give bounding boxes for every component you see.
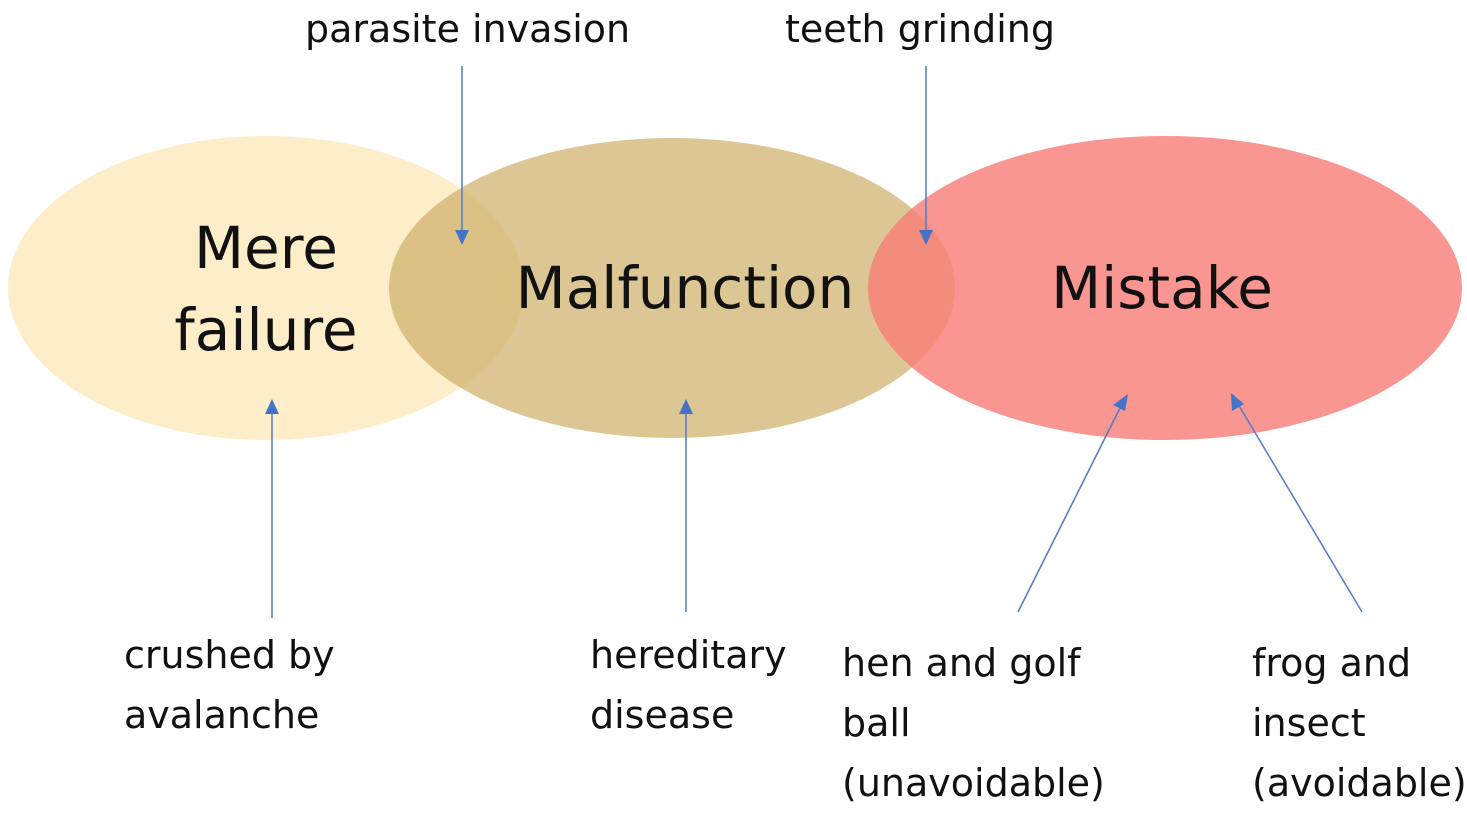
crushed-by-avalanche-arrowhead [265,399,279,414]
hen-and-golf-ball-label-line3: (unavoidable) [842,761,1105,805]
mistake-label: Mistake [1051,254,1273,322]
parasite-invasion-arrowhead [455,230,469,245]
mere-failure-label-line2: failure [174,296,357,364]
mistake-ellipse [868,136,1462,440]
frog-and-insect-label-line1: frog and [1252,641,1411,685]
hereditary-disease-label-line1: hereditary [590,633,787,677]
frog-and-insect-arrow-line [1237,403,1363,613]
parasite-invasion-label: parasite invasion [305,7,630,51]
frog-and-insect-arrowhead [1231,393,1244,411]
mere-failure-ellipse [8,136,524,440]
mere-failure-label-line1: Mere [194,214,338,282]
hen-and-golf-ball-arrow-line [1017,403,1123,613]
frog-and-insect-label-line2: insect [1252,701,1366,745]
teeth-grinding-arrowhead [919,230,933,245]
malfunction-ellipse [389,138,955,438]
hen-and-golf-ball-label-line1: hen and golf [842,641,1082,685]
frog-and-insect-label-line3: (avoidable) [1252,761,1467,805]
hen-and-golf-ball-arrowhead [1113,394,1128,411]
hereditary-disease-label-line2: disease [590,693,734,737]
ellipses-group [8,136,1462,440]
hereditary-disease-arrowhead [679,399,693,414]
malfunction-label: Malfunction [516,254,855,322]
crushed-by-avalanche-label-line1: crushed by [124,633,335,677]
teeth-grinding-label: teeth grinding [785,7,1055,51]
arrows-group [265,66,1363,618]
crushed-by-avalanche-label-line2: avalanche [124,693,319,737]
hen-and-golf-ball-label-line2: ball [842,701,911,745]
